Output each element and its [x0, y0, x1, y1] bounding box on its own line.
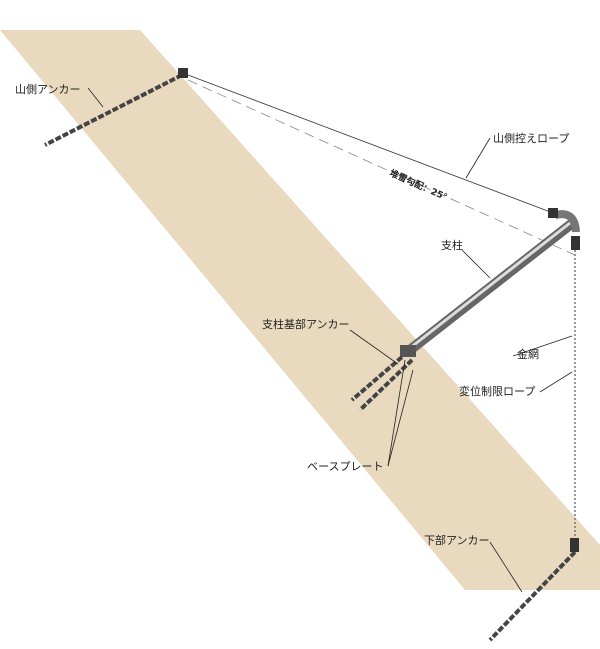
slope-ground: [0, 30, 600, 590]
base-plate: [400, 345, 416, 357]
post-pipe: [405, 220, 575, 355]
leader-lines: [87, 87, 573, 593]
lower-anchor-rod: [488, 550, 577, 642]
post-bottom-clamp: [571, 236, 580, 250]
label-post: 支柱: [441, 239, 463, 252]
lower-anchor-clamp: [570, 538, 579, 552]
base-anchor-rod-1: [350, 355, 404, 402]
label-guy-rope: 山側控えロープ: [493, 132, 570, 145]
label-base-plate: ベースプレート: [307, 460, 384, 473]
label-lower-anchor: 下部アンカー: [424, 534, 490, 547]
post-top-bend: [554, 210, 580, 233]
label-wire-mesh: 金網: [517, 348, 539, 361]
label-mountain-anchor: 山側アンカー: [15, 83, 81, 96]
post-top-clamp: [548, 208, 558, 218]
mountain-anchor-rod: [44, 73, 183, 147]
snow-slope-line: [187, 79, 576, 256]
mountain-anchor-head: [178, 68, 188, 78]
label-displacement-rope: 変位制限ロープ: [459, 385, 536, 398]
guy-rope: [187, 74, 554, 214]
post-highlight: [409, 221, 571, 350]
label-post-base-anchor: 支柱基部アンカー: [262, 318, 350, 331]
